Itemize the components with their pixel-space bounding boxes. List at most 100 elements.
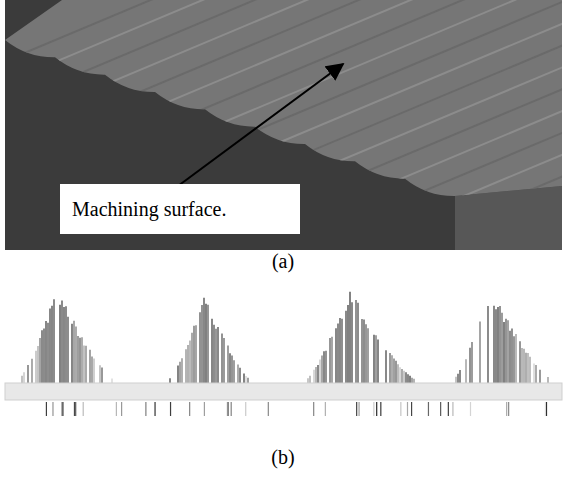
profile-bar	[331, 337, 332, 383]
profile-bar	[61, 300, 62, 383]
profile-bar	[315, 367, 316, 383]
profile-tick	[121, 402, 122, 416]
profile-bar	[367, 328, 368, 383]
profile-tick	[170, 402, 171, 416]
scallop-line	[524, 0, 567, 280]
profile-bar	[187, 345, 188, 383]
side-face	[455, 186, 562, 250]
profile-bar	[329, 338, 330, 383]
profile-tick	[508, 402, 509, 416]
profile-bar	[169, 378, 170, 383]
profile-bar	[35, 351, 36, 383]
profile-bar	[31, 359, 32, 383]
profile-bar	[223, 338, 224, 383]
profile-bar	[53, 299, 54, 383]
profile-bar	[525, 353, 526, 383]
profile-bar	[49, 308, 50, 383]
profile-bar	[205, 304, 206, 383]
profile-tick	[204, 402, 205, 416]
profile-bar	[501, 313, 502, 383]
profile-bar	[191, 333, 192, 383]
scallop-line	[212, 0, 567, 280]
profile-bar	[51, 306, 52, 383]
profile-tick	[75, 402, 76, 416]
profile-bar	[547, 377, 548, 383]
profile-bar	[341, 319, 342, 383]
scallop-line	[0, 0, 540, 280]
profile-tick	[145, 402, 146, 416]
profile-tick	[470, 402, 471, 416]
scallop-stripes	[0, 0, 567, 280]
profile-bar	[73, 321, 74, 383]
profile-bar	[81, 337, 82, 383]
callout-text: Machining surface.	[72, 198, 300, 221]
profile-bar	[335, 328, 336, 383]
profile-bar	[375, 335, 376, 383]
profile-bar	[511, 329, 512, 383]
scallop-line	[108, 0, 567, 280]
profile-tick	[52, 402, 53, 416]
profile-bar	[317, 365, 318, 383]
profile-tick	[411, 402, 412, 416]
callout-box: Machining surface.	[60, 184, 300, 234]
profile-bar	[199, 312, 200, 383]
profile-bar	[47, 323, 48, 383]
profile-bar	[505, 319, 506, 383]
profile-bar	[411, 378, 412, 383]
profile-bar	[355, 300, 356, 383]
profile-bar	[189, 340, 190, 383]
profile-bar	[397, 364, 398, 383]
profile-bar	[313, 370, 314, 383]
scallop-line	[0, 0, 436, 280]
profile-bar	[43, 329, 44, 383]
profile-bar	[471, 342, 472, 383]
profile-bar	[39, 338, 40, 383]
profile-bar	[111, 378, 112, 383]
profile-tick	[400, 402, 401, 416]
profile-tick	[452, 402, 453, 416]
profile-bar	[233, 360, 234, 383]
profile-tick	[227, 402, 228, 416]
scallop-line	[0, 0, 567, 280]
profile-tick	[428, 402, 429, 416]
profile-bar	[89, 350, 90, 383]
profile-tick	[116, 402, 117, 416]
profile-bar	[457, 374, 458, 383]
profile-bar	[203, 298, 204, 383]
profile-tick	[313, 402, 314, 416]
profile-bar	[325, 351, 326, 383]
profile-tick	[373, 402, 374, 416]
profile-bar	[71, 324, 72, 383]
profile-bar	[465, 359, 466, 383]
panel-label: (b)	[271, 446, 294, 469]
profile-bar	[65, 306, 66, 383]
leader-arrow	[178, 64, 343, 186]
profile-bar	[345, 311, 346, 383]
profile-bar	[515, 334, 516, 383]
profile-bar	[403, 371, 404, 383]
profile-bar	[181, 358, 182, 383]
profile-bar	[527, 353, 528, 383]
profile-bar	[455, 377, 456, 383]
profile-tick	[448, 402, 449, 416]
profile-tick	[245, 402, 246, 416]
profile-bar	[237, 364, 238, 383]
profile-bar	[351, 302, 352, 383]
profile-bar	[99, 365, 100, 383]
profile-bar	[389, 353, 390, 383]
profile-bar	[101, 367, 102, 383]
profile-tick	[380, 402, 381, 416]
profile-tick	[358, 402, 359, 416]
profile-tick	[74, 402, 75, 416]
profile-bar	[407, 374, 408, 383]
profile-tick	[83, 402, 84, 416]
profile-bar	[75, 327, 76, 383]
profile-bar	[513, 336, 514, 383]
profile-tick	[61, 402, 62, 416]
profile-band	[5, 383, 562, 400]
profile-bar	[227, 346, 228, 383]
profile-bar	[385, 350, 386, 383]
profile-bar	[231, 355, 232, 383]
profile-tick	[268, 402, 269, 416]
